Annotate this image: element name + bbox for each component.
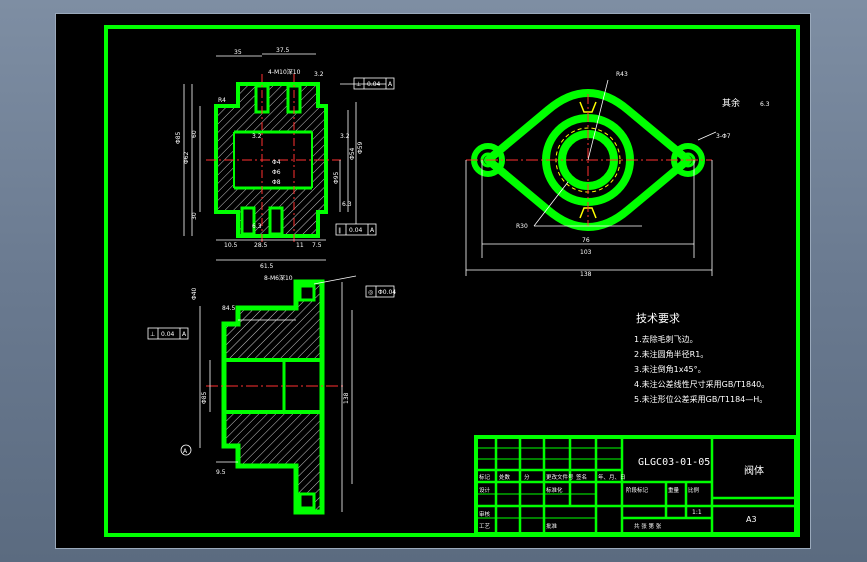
dim-103: 103 [580,249,592,256]
label-count: 处数 [499,473,511,481]
dim-phi6: Φ6 [272,169,281,176]
roughness-2: 3.2 [252,133,262,140]
label-design: 设计 [479,486,491,494]
dim-phi40: Φ40 [191,287,198,300]
svg-text:0.04: 0.04 [161,331,175,338]
label-date: 年、月、日 [598,473,626,481]
dim-phi62: Φ62 [183,151,190,164]
label-review: 审核 [479,510,491,518]
roughness-1: 3.2 [314,71,324,78]
dim-10-5: 10.5 [224,242,238,249]
tech-item-3: 3.未注倒角1x45°。 [634,364,706,374]
label-standard: 标准化 [546,486,563,494]
svg-text:⊥: ⊥ [356,81,361,88]
label-scale: 比例 [688,486,700,494]
label-zone: 分 [524,473,530,481]
tech-item-1: 1.去除毛刺飞边。 [634,334,698,344]
svg-text:⊥: ⊥ [150,331,155,338]
dim-35: 35 [234,49,242,56]
label-sign: 签名 [576,473,587,481]
label-mark: 标记 [479,473,491,481]
label-stage: 阶段标记 [626,486,649,494]
dim-138-front: 138 [343,392,350,404]
sheet-border [104,25,800,537]
datum-label: A [183,448,188,455]
tech-title: 技术要求 [636,312,680,325]
tech-item-5: 5.未注形位公差采用GB/T1184—H。 [634,394,767,404]
tolerance-frame-parallel: ∥ 0.04 A [335,223,377,236]
svg-text:0.04: 0.04 [367,81,381,88]
dim-phi54: Φ54 [349,147,356,160]
tolerance-frame-front-perp: ⊥ 0.04 A [147,327,189,340]
label-change-doc: 更改文件号 [546,473,574,481]
dim-30: 30 [191,212,198,220]
dim-76: 76 [582,237,590,244]
sheet-size: A3 [746,515,757,524]
surface-note-value: 6.3 [760,101,770,108]
svg-text:A: A [182,331,187,338]
drawing-number: GLGC03-01-05 [638,457,710,468]
dim-84-5: 84.5 [222,305,236,312]
dim-phi85-front: Φ85 [201,391,208,404]
dim-9-5: 9.5 [216,469,226,476]
part-name: 阀体 [744,464,764,477]
tech-item-4: 4.未注公差线性尺寸采用GB/T1840。 [634,379,769,389]
dim-11: 11 [296,242,304,249]
label-weight: 重量 [668,486,680,494]
label-process: 工艺 [479,523,491,530]
svg-text:0.04: 0.04 [349,227,363,234]
dim-7-5: 7.5 [312,242,322,249]
dim-phi85: Φ85 [175,131,182,144]
dim-8-m6: 8-M6深10 [264,274,293,282]
dim-28-5: 28.5 [254,242,268,249]
tech-item-2: 2.未注圆角半径R1。 [634,349,708,359]
surface-note-label: 其余 [722,97,740,109]
dim-4-m10: 4-M10深10 [268,68,301,76]
svg-text:∥: ∥ [338,227,341,234]
cad-viewport[interactable]: 35 37.5 4-M10深10 Φ62 Φ85 Φ54 Φ59 Φ95 R4 … [55,13,811,549]
title-block: GLGC03-01-05 阀体 A3 1:1 标记 处数 分 更改文件号 签名 … [474,435,798,536]
dim-138: 138 [580,271,592,278]
svg-text:A: A [388,81,393,88]
scale-value: 1:1 [692,509,702,516]
dim-phi4: Φ4 [272,159,281,166]
roughness-5: 6.3 [252,223,262,230]
section-view: 35 37.5 4-M10深10 Φ62 Φ85 Φ54 Φ59 Φ95 R4 … [175,47,395,270]
dim-37-5: 37.5 [276,47,290,54]
dim-phi95: Φ95 [333,171,340,184]
dim-r30: R30 [516,223,528,230]
top-view: R43 R30 3-Φ7 76 103 138 其余 6.3 [465,71,770,278]
dim-r43: R43 [616,71,628,78]
dim-60: 60 [191,130,198,138]
dim-r4: R4 [218,97,226,104]
front-view: 8-M6深10 84.5 Φ40 Φ85 138 9.5 ⊥ 0.04 A ◎ … [147,274,396,515]
tech-requirements: 技术要求 1.去除毛刺飞边。 2.未注圆角半径R1。 3.未注倒角1x45°。 … [634,312,769,404]
tolerance-frame-perp: ⊥ 0.04 A [353,77,395,90]
cad-drawing: 35 37.5 4-M10深10 Φ62 Φ85 Φ54 Φ59 Φ95 R4 … [104,25,800,537]
dim-phi59: Φ59 [357,141,364,154]
dim-61-5: 61.5 [260,263,274,270]
roughness-3: 3.2 [340,133,350,140]
label-approve: 批准 [546,522,558,530]
label-sheet: 共 张 第 张 [634,522,662,530]
dim-3-phi7: 3-Φ7 [716,133,731,140]
roughness-4: 6.3 [342,201,352,208]
dim-phi8: Φ8 [272,179,281,186]
svg-text:A: A [370,227,375,234]
svg-text:Φ0.04: Φ0.04 [378,289,396,296]
tolerance-frame-front-conc: ◎ Φ0.04 [365,285,396,298]
svg-text:◎: ◎ [368,289,373,296]
